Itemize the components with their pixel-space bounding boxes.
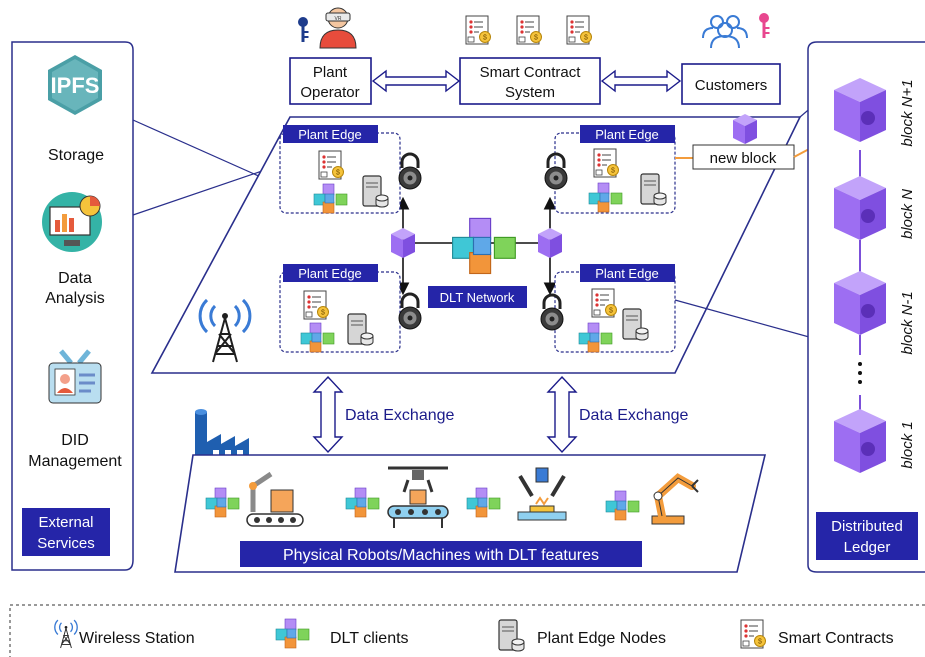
new-block-label: new block: [710, 150, 777, 167]
block-label: block N: [899, 189, 916, 239]
plant-operator-box: [289, 57, 372, 105]
smart-contract-icon: [516, 15, 542, 45]
factory-icon: [195, 409, 249, 460]
ledger-block-icon: [834, 78, 886, 142]
block-label: block N+1: [899, 79, 916, 146]
industrial-robot-arm-icon: [651, 473, 699, 525]
distributed-ledger-title-1: Distributed: [831, 518, 903, 535]
customers-icon: [702, 15, 748, 49]
block-label: block N-1: [899, 291, 916, 354]
double-arrow: [371, 69, 682, 93]
plant-edge-label: Plant Edge: [298, 127, 362, 142]
plant-edge-label: Plant Edge: [298, 266, 362, 281]
physical-layer: Physical Robots/Machines with DLT featur…: [174, 409, 767, 573]
plant-edge-label: Plant Edge: [595, 266, 659, 281]
block-icon: [538, 228, 562, 258]
smart-contract-icon: [465, 15, 491, 45]
legend-dlt-clients: DLT clients: [330, 630, 409, 647]
distributed-ledger-badge: [816, 512, 918, 560]
block-icon: [733, 114, 757, 144]
plant-operator-label-2: Operator: [300, 84, 359, 101]
data-exchange-label: Data Exchange: [345, 407, 455, 424]
block-label: block 1: [899, 421, 916, 469]
smart-contract-label-1: Smart Contract: [480, 64, 582, 81]
external-services-badge: [22, 508, 110, 556]
did-label-1: DID: [61, 432, 89, 449]
key-icon: [298, 17, 309, 42]
plant-edge-label: Plant Edge: [595, 127, 659, 142]
smart-contract-icon: [591, 288, 617, 318]
server-icon: [498, 619, 525, 652]
svg-text:VR: VR: [335, 16, 342, 22]
key-icon: [759, 13, 770, 38]
physical-label: Physical Robots/Machines with DLT featur…: [283, 547, 599, 564]
smart-contract-icon: [740, 619, 766, 649]
data-exchange: Data Exchange Data Exchange: [312, 375, 689, 454]
ledger-block-icon: [834, 176, 886, 240]
legend-smart-contracts: Smart Contracts: [778, 630, 894, 647]
legend-plant-edge-nodes: Plant Edge Nodes: [537, 630, 666, 647]
top-actors: VR Plant Operator Smart Contract System: [289, 7, 781, 105]
did-card-icon: [48, 349, 102, 404]
double-arrow-vertical: [546, 375, 578, 454]
plant-edge-node: Plant Edge: [279, 264, 423, 353]
customers-label: Customers: [695, 77, 768, 94]
dlt-client-cubes-icon: [275, 618, 310, 649]
storage-label: Storage: [48, 147, 104, 164]
ipfs-icon: IPFS: [48, 55, 102, 115]
legend-wireless-station: Wireless Station: [79, 630, 195, 647]
distributed-ledger-panel: block N+1 block N block N-1 block 1 Dist…: [807, 41, 925, 573]
data-exchange-label: Data Exchange: [579, 407, 689, 424]
wireless-tower-icon: [54, 619, 78, 649]
smart-contract-icon: [566, 15, 592, 45]
distributed-ledger-title-2: Ledger: [844, 539, 891, 556]
dlt-network-plane: DLT Network Plant Edge Plant Edge Plant …: [150, 99, 834, 374]
double-arrow-vertical: [312, 375, 344, 454]
data-analysis-label-2: Analysis: [45, 290, 105, 307]
customers-box: [681, 63, 781, 105]
dlt-network-badge: [428, 286, 527, 308]
new-block-box: [692, 144, 795, 170]
did-label-2: Management: [28, 453, 122, 470]
robot-arm-conveyor-icon: [246, 471, 304, 527]
plant-edge-node: Plant Edge: [543, 125, 676, 214]
smart-contract-icon: [318, 150, 344, 180]
external-services-title-2: Services: [37, 535, 95, 552]
smart-contract-icon: [303, 290, 329, 320]
external-services-panel: IPFS Storage Data Analysis DID: [11, 41, 291, 571]
plant-operator-label-1: Plant: [313, 64, 348, 81]
data-analysis-label-1: Data: [58, 270, 92, 287]
data-analysis-icon: [42, 192, 102, 252]
plant-edge-node: Plant Edge: [539, 264, 676, 353]
smart-contract-system-box: [459, 57, 601, 105]
ellipsis-dots: [858, 362, 862, 384]
external-services-title-1: External: [38, 514, 93, 531]
welding-machine-icon: [517, 467, 567, 521]
dlt-network-label: DLT Network: [440, 290, 515, 305]
smart-contract-icon: [593, 148, 619, 178]
ledger-block-icon: [834, 409, 886, 473]
assembly-line-icon: [387, 466, 449, 528]
legend: Wireless Station DLT clients Plant Edge …: [9, 604, 925, 657]
ipfs-logo-text: IPFS: [51, 73, 100, 98]
person-with-vr-headset-icon: VR: [319, 7, 357, 49]
smart-contract-label-2: System: [505, 84, 555, 101]
plant-edge-node: Plant Edge: [279, 125, 423, 214]
ledger-block-icon: [834, 271, 886, 335]
block-icon: [391, 228, 415, 258]
physical-label-badge: [240, 541, 642, 567]
